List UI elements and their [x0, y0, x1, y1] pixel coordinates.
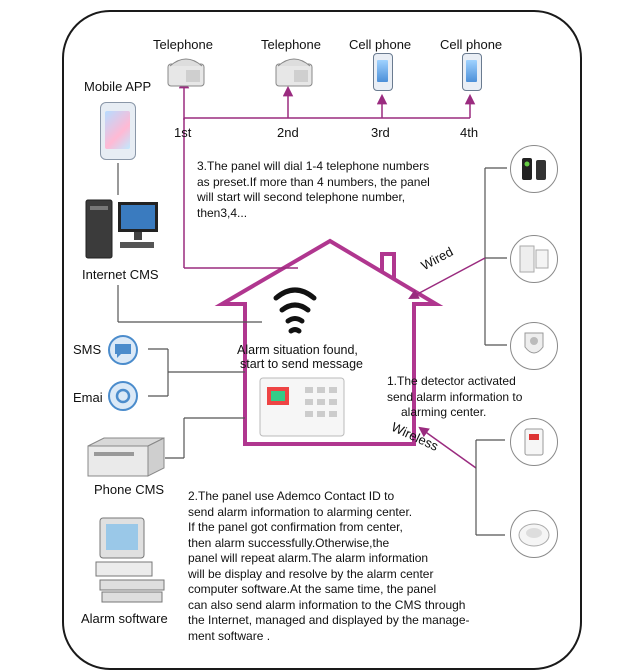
email-icon — [108, 381, 138, 411]
step2-line: computer software.At the same time, the … — [188, 582, 437, 596]
step3-line: will start will second telephone number, — [197, 190, 406, 204]
cellphone-label-1: Cell phone — [349, 37, 412, 52]
order-2nd: 2nd — [277, 125, 299, 140]
step2-line: can also send alarm information to the C… — [188, 597, 466, 612]
phone-cms-label: Phone CMS — [94, 482, 165, 497]
cellphone-label-2: Cell phone — [440, 37, 503, 52]
cellphone-icon — [373, 53, 393, 91]
desk-phone-icon — [275, 58, 313, 87]
alarm-found-line-1: Alarm situation found, — [237, 343, 358, 357]
connector-lines — [117, 77, 507, 536]
step2-line: If the panel got confirmation from cente… — [188, 520, 403, 534]
computer-icon — [85, 199, 158, 259]
step3-line: as preset.If more than 4 numbers, the pa… — [197, 174, 430, 189]
order-4th: 4th — [460, 125, 479, 140]
order-3rd: 3rd — [371, 125, 390, 140]
telephone-label-2: Telephone — [261, 37, 321, 52]
desk-phone-icon — [167, 58, 205, 87]
smartphone-icon — [100, 102, 136, 160]
door-contact-sensor-icon — [510, 145, 558, 193]
smoke-detector-icon — [510, 510, 558, 558]
email-label: Emai — [73, 390, 103, 405]
step1-note: 1.The detector activated send alarm info… — [387, 374, 522, 421]
house-outline — [214, 238, 444, 446]
step2-line: will be display and resolve by the alarm… — [188, 566, 434, 581]
alarm-panel-icon — [259, 377, 345, 437]
sms-label: SMS — [73, 342, 102, 357]
desktop-computer-icon — [95, 517, 165, 603]
step3-line: then3,4... — [197, 205, 248, 220]
step2-line: panel will repeat alarm.The alarm inform… — [188, 551, 429, 565]
siren-sensor-icon — [510, 235, 558, 283]
step2-line: send alarm information to alarming cente… — [188, 504, 413, 519]
server-icon — [87, 437, 165, 477]
pir-sensor-icon — [510, 322, 558, 370]
step2-note: 2.The panel use Ademco Contact ID to sen… — [188, 489, 470, 644]
alarm-found-line-2: start to send message — [240, 357, 363, 371]
wireless-pir-sensor-icon — [510, 418, 558, 466]
alarm-software-label: Alarm software — [81, 611, 168, 626]
order-1st: 1st — [174, 125, 192, 140]
step1-line: alarming center. — [401, 405, 487, 419]
wifi-icon — [273, 287, 317, 334]
sms-icon — [108, 335, 138, 365]
step3-note: 3.The panel will dial 1-4 telephone numb… — [197, 159, 430, 221]
step3-line: 3.The panel will dial 1-4 telephone numb… — [197, 159, 430, 173]
internet-cms-label: Internet CMS — [82, 267, 159, 282]
step2-line: the Internet, managed and displayed by t… — [188, 613, 470, 627]
mobile-app-label: Mobile APP — [84, 79, 152, 94]
step1-line: 1.The detector activated — [387, 374, 516, 388]
step2-line: ment software . — [188, 628, 271, 643]
telephone-label-1: Telephone — [153, 37, 213, 52]
cellphone-icon — [462, 53, 482, 91]
step1-line: send alarm information to — [387, 389, 523, 404]
step2-line: 2.The panel use Ademco Contact ID to — [188, 489, 395, 503]
step2-line: then alarm successfully.Otherwise,the — [188, 535, 390, 550]
